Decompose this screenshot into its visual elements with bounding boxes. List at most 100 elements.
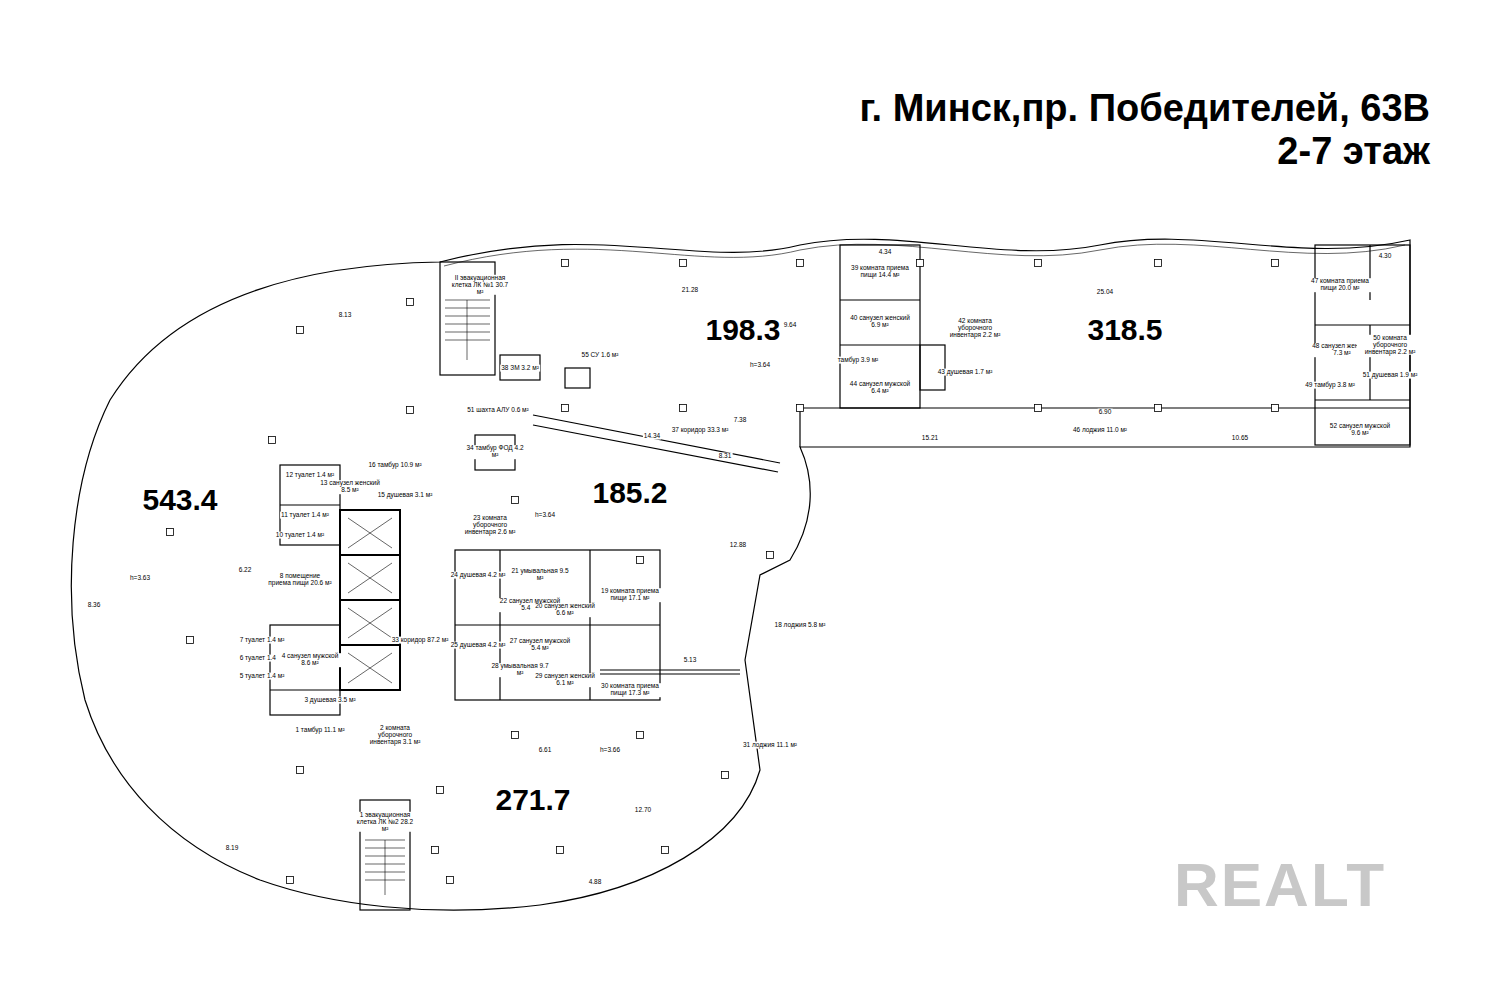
room-label: 52 санузел мужской 9.6 м² [1327,423,1393,437]
column [557,847,564,854]
room-label: 3 душевая 3.5 м² [303,697,356,704]
room-label: 4.88 [588,879,603,886]
watermark: REALT [1174,852,1386,917]
room-label: 6.90 [1098,409,1113,416]
wall [565,368,590,388]
column [797,405,804,412]
room-label: 37 коридор 33.3 м² [671,427,730,434]
room-label: 1 эвакуационная клетка ЛК №2 28.2 м² [352,812,418,832]
wall [840,344,920,345]
room-label: 40 санузел женский 6.9 м² [847,315,913,329]
column [407,299,414,306]
room-label: 4.30 [1378,253,1393,260]
room-label: 8.19 [225,845,240,852]
column [767,552,774,559]
room-label: 42 комната уборочного инвентаря 2.2 м² [942,318,1008,338]
room-label: 14.34 [643,433,661,440]
floor-heading: 2-7 этаж [1277,132,1430,172]
area-number: 198.3 [705,314,780,346]
column [722,772,729,779]
column [917,260,924,267]
column [1272,405,1279,412]
room-label: 6.61 [538,747,553,754]
column [437,787,444,794]
column [797,260,804,267]
room-label: 10.65 [1231,435,1249,442]
column [167,529,174,536]
room-label: 12 туалет 1.4 м² [285,472,335,479]
room-label: 46 лоджия 11.0 м² [1072,427,1128,434]
title: г. Минск,пр. Победителей, 63В [860,88,1430,130]
wall [270,689,340,690]
room-label: 20 санузел женский 6.6 м² [532,603,598,617]
room-label: 13 санузел женский 8.5 м² [317,480,383,494]
room-label: 8 помещение приема пищи 20.6 м² [267,573,333,587]
wall [340,644,400,646]
room-label: 15 душевая 3.1 м² [377,492,434,499]
outer-wall [71,239,1410,910]
room-label: 30 комната приема пищи 17.3 м² [597,683,663,697]
room-label: 25.04 [1096,289,1114,296]
room-label: 23 комната уборочного инвентаря 2.6 м² [457,515,523,535]
column [637,557,644,564]
room-label: 29 санузел женский 6.1 м² [532,673,598,687]
wall [455,624,660,625]
column [637,732,644,739]
room-label: II эвакуационная клетка ЛК №1 30.7 м² [447,275,513,295]
room-label: 16 тамбур 10.9 м² [367,462,422,469]
column [269,437,276,444]
beam [600,673,740,674]
room-label: 44 санузел мужской 6.4 м² [847,381,913,395]
room-label: 51 шахта АЛУ 0.6 м² [466,407,530,414]
room-label: 33 коридор 87.2 м² [391,637,450,644]
column [187,637,194,644]
room-label: 51 душевая 1.9 м² [1362,372,1419,379]
room-label: 27 санузел мужской 5.4 м² [507,638,573,652]
column [680,260,687,267]
room-label: h=3.64 [749,362,771,369]
room-label: h=3.63 [129,575,151,582]
room-label: 55 СУ 1.6 м² [581,352,620,359]
room-label: 7 туалет 1.4 м² [239,637,286,644]
column [432,847,439,854]
room-label: 43 душевая 1.7 м² [937,369,994,376]
column [407,407,414,414]
column [680,405,687,412]
room-label: 2 комната уборочного инвентаря 3.1 м² [362,725,428,745]
room-label: 47 комната приема пищи 20.0 м² [1307,278,1373,292]
room-label: 4.34 [878,249,893,256]
column [297,767,304,774]
wall [340,599,400,601]
room-label: 6.22 [238,567,253,574]
room-label: 8.31 [718,453,733,460]
room-label: 12.70 [634,807,652,814]
room-label: 34 тамбур ФОД 4.2 м² [462,445,528,459]
room-label: 1 тамбур 11.1 м² [294,727,345,734]
room-label: 8.13 [338,312,353,319]
room-label: 4 санузел мужской 8.6 м² [277,653,343,667]
column [1035,260,1042,267]
wall [840,245,920,408]
area-number: 543.4 [142,484,217,516]
room-label: 21.28 [681,287,699,294]
wall [500,355,540,380]
column [562,260,569,267]
room-label: 38 ЗМ 3.2 м² [500,365,540,372]
column [662,847,669,854]
room-label: 39 комната приема пищи 14.4 м² [847,265,913,279]
room-label: 49 тамбур 3.8 м² [1304,382,1356,389]
column [447,877,454,884]
room-label: 10 туалет 1.4 м² [275,532,325,539]
column [512,732,519,739]
column [1155,405,1162,412]
room-label: h=3.64 [534,512,556,519]
elevator-shafts [340,510,400,690]
wall [533,415,780,463]
stair-steps [365,300,490,895]
column [1035,405,1042,412]
room-label: 25 душевая 4.2 м² [450,642,507,649]
area-number: 271.7 [495,784,570,816]
beam [600,669,740,670]
room-label: 19 комната приема пищи 17.1 м² [597,588,663,602]
area-number: 318.5 [1087,314,1162,346]
